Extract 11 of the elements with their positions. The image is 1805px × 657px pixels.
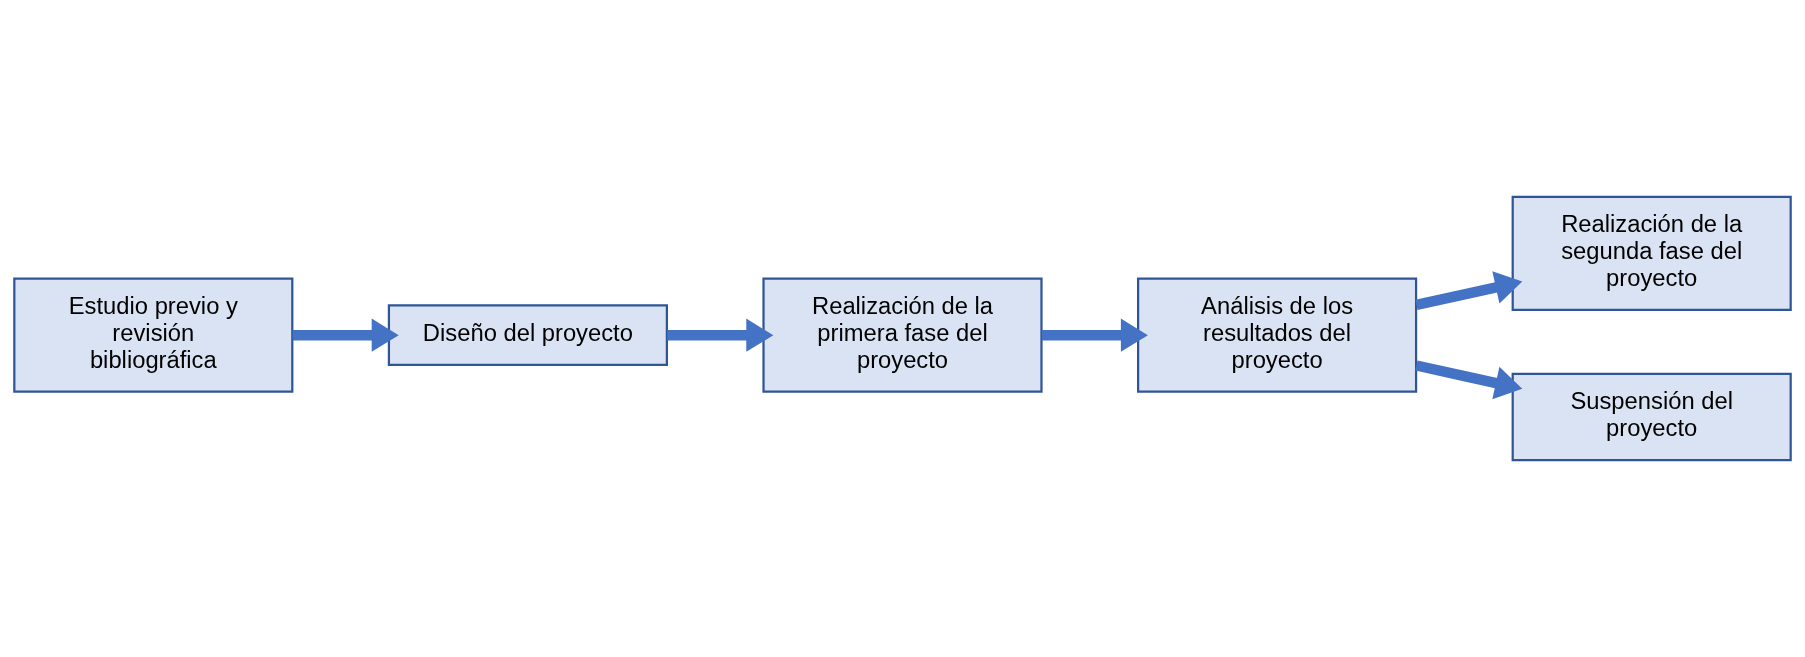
arrow bbox=[292, 318, 399, 352]
node-box: Suspensión del proyecto bbox=[1511, 372, 1792, 462]
arrow bbox=[1415, 360, 1523, 400]
node-box: Estudio previo y revisión bibliográfica bbox=[13, 277, 294, 393]
node-box: Realización de la segunda fase del proyecto bbox=[1511, 195, 1792, 312]
arrow bbox=[667, 318, 774, 352]
node-box: Realización de la primera fase del proyecto bbox=[762, 277, 1043, 393]
arrow bbox=[1415, 271, 1523, 310]
node-box: Diseño del proyecto bbox=[387, 304, 668, 367]
node-box: Análisis de los resultados del proyecto bbox=[1137, 277, 1418, 393]
arrow bbox=[1041, 318, 1148, 352]
